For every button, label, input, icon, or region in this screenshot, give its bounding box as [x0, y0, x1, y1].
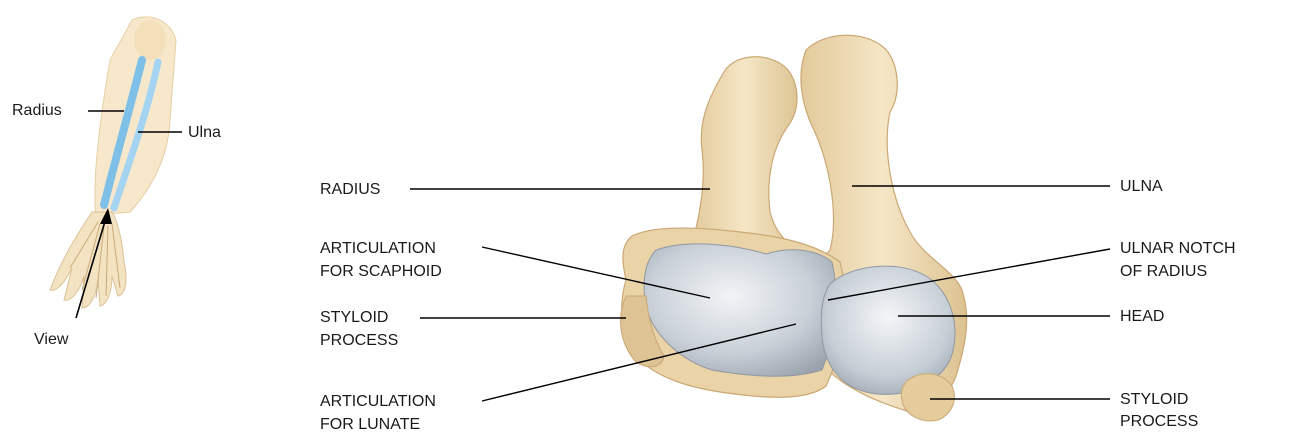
- ulna-styloid-process: [901, 374, 954, 421]
- inset-label-view: View: [34, 329, 68, 350]
- inset-label-radius: Radius: [12, 100, 62, 121]
- radius-shaft: [690, 57, 800, 252]
- label-styloid-right-line1: STYLOID: [1120, 389, 1188, 410]
- label-articulation-scaphoid-line2: FOR SCAPHOID: [320, 261, 442, 282]
- label-articulation-lunate-line2: FOR LUNATE: [320, 414, 420, 435]
- inset-elbow: [134, 20, 166, 60]
- inset-label-ulna: Ulna: [188, 122, 221, 143]
- label-styloid-right-line2: PROCESS: [1120, 411, 1198, 432]
- label-styloid-left-line2: PROCESS: [320, 330, 398, 351]
- label-ulnar-notch-line1: ULNAR NOTCH: [1120, 238, 1236, 259]
- bone-illustration: [621, 35, 967, 421]
- label-styloid-left-line1: STYLOID: [320, 307, 388, 328]
- label-ulnar-notch-line2: OF RADIUS: [1120, 261, 1207, 282]
- label-ulna: ULNA: [1120, 176, 1163, 197]
- label-radius: RADIUS: [320, 179, 380, 200]
- label-articulation-lunate-line1: ARTICULATION: [320, 391, 436, 412]
- inset-forearm: [50, 17, 176, 308]
- inset-hand: [50, 212, 126, 308]
- label-articulation-scaphoid-line1: ARTICULATION: [320, 238, 436, 259]
- label-head: HEAD: [1120, 306, 1164, 327]
